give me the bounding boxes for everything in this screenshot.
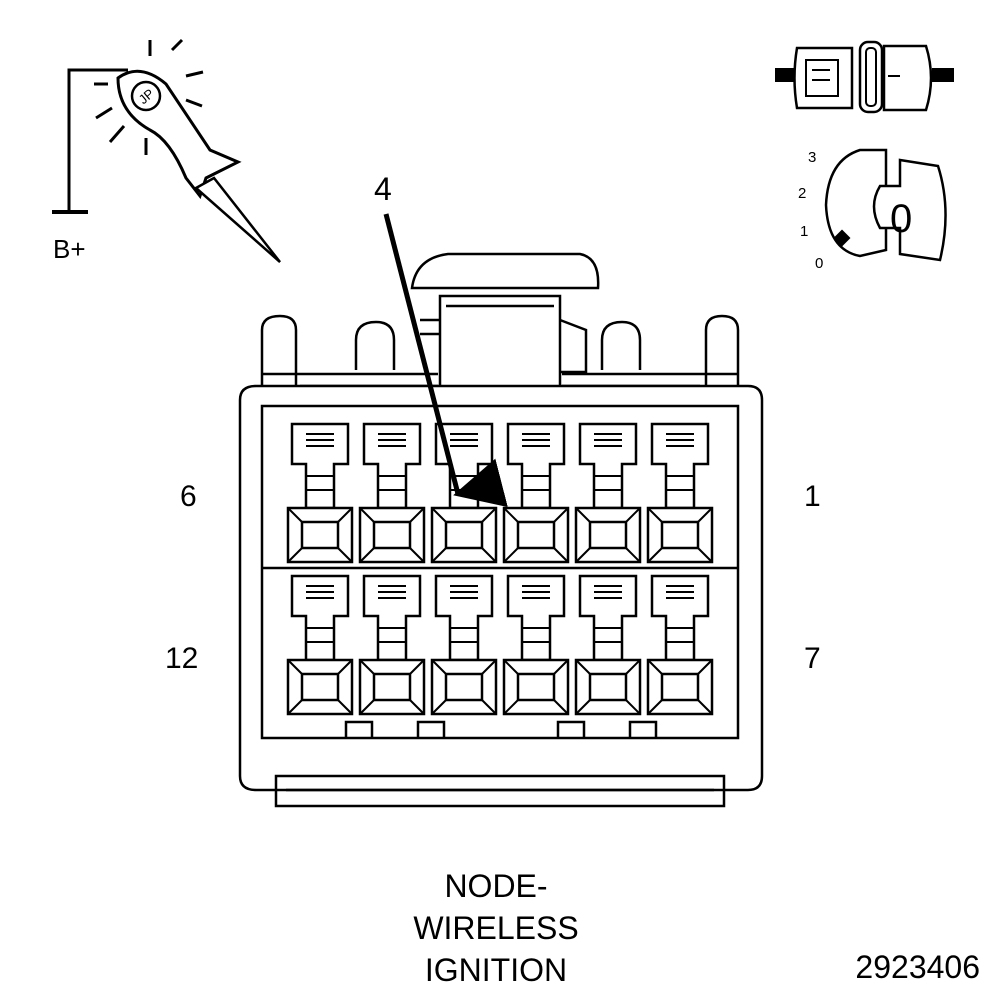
pin-cavity-9 (502, 574, 570, 716)
pin-label-12: 12 (165, 642, 198, 675)
figure-number: 2923406 (855, 949, 980, 985)
pin-cavity-1 (646, 422, 714, 564)
pin-cavity-10 (430, 574, 498, 716)
pin-label-6: 6 (180, 480, 197, 513)
pin-cavities (286, 422, 714, 716)
caption-line-2: WIRELESS (413, 910, 578, 946)
pin-cavity-7 (646, 574, 714, 716)
pin-cavity-2 (574, 422, 642, 564)
ignition-position-3: 3 (808, 149, 816, 166)
ignition-key-label: 0 (890, 197, 912, 241)
pin-cavity-3 (502, 422, 570, 564)
ignition-key-icon (824, 148, 947, 262)
caption-line-3: IGNITION (425, 952, 567, 988)
pin-cavity-12 (286, 574, 354, 716)
svg-text:JP: JP (136, 86, 157, 107)
supply-label: B+ (53, 234, 86, 264)
pin-cavity-8 (574, 574, 642, 716)
pin-callout-label: 4 (374, 171, 392, 207)
pin-label-7: 7 (804, 642, 821, 675)
caption-line-1: NODE- (444, 868, 547, 904)
pin-cavity-6 (286, 422, 354, 564)
pin-callout-arrow (383, 213, 508, 508)
ignition-position-2: 2 (798, 185, 806, 202)
ignition-position-0: 0 (815, 255, 823, 272)
pin-cavity-5 (358, 422, 426, 564)
pin-label-1: 1 (804, 480, 821, 513)
pin-cavity-11 (358, 574, 426, 716)
test-light-probe-icon: JP (52, 38, 281, 263)
ignition-position-1: 1 (800, 223, 808, 240)
disconnected-connector-icon (775, 40, 954, 114)
